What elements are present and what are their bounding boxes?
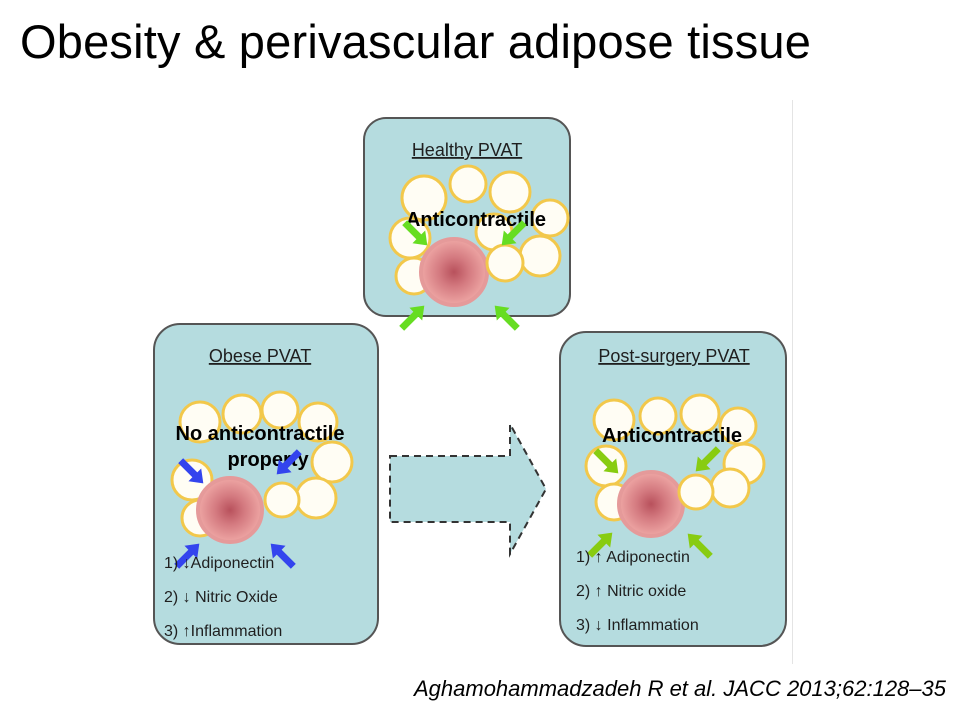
post-surgery-item-3: 3) ↓ Inflammation xyxy=(576,617,699,634)
pvat-figure: Healthy PVAT Anticontractile Obese PVAT xyxy=(148,100,793,664)
blue-arrow-icon xyxy=(270,543,296,569)
healthy-arrows xyxy=(399,220,527,331)
slide-title: Obesity & perivascular adipose tissue xyxy=(20,15,812,68)
healthy-panel: Healthy PVAT Anticontractile xyxy=(363,117,571,331)
post-surgery-vessel xyxy=(617,470,685,538)
obese-label-line1: No anticontractile xyxy=(176,423,345,445)
green-arrow-icon xyxy=(593,448,619,474)
healthy-panel-title: Healthy PVAT xyxy=(412,140,522,160)
blue-arrow-icon xyxy=(276,449,302,475)
healthy-vessel xyxy=(419,237,489,307)
post-surgery-anticontractile-label: Anticontractile xyxy=(602,425,742,447)
healthy-anticontractile-label: Anticontractile xyxy=(406,209,546,231)
post-surgery-panel: Post-surgery PVAT Anticontractile 1) ↑ A… xyxy=(559,331,787,647)
obese-item-1: 1) ↓Adiponectin xyxy=(164,555,274,572)
green-arrow-icon xyxy=(687,533,713,559)
green-arrow-icon xyxy=(587,532,613,558)
obese-panel: Obese PVAT No anticontractile property 1… xyxy=(153,323,379,645)
post-surgery-arrows xyxy=(587,446,721,559)
green-arrow-icon xyxy=(695,446,721,472)
post-surgery-adipocyte-cluster xyxy=(584,393,766,522)
post-surgery-panel-title: Post-surgery PVAT xyxy=(598,346,749,366)
obese-item-2: 2) ↓ Nitric Oxide xyxy=(164,589,278,606)
transition-arrow xyxy=(389,420,548,558)
blue-arrow-icon xyxy=(178,458,204,484)
green-arrow-icon xyxy=(399,305,425,331)
obese-vessel xyxy=(196,476,264,544)
blue-arrow-icon xyxy=(174,543,200,569)
green-arrow-icon xyxy=(494,305,520,331)
obese-arrows xyxy=(174,449,302,569)
post-surgery-item-2: 2) ↑ Nitric oxide xyxy=(576,583,686,600)
obese-panel-title: Obese PVAT xyxy=(209,346,311,366)
citation: Aghamohammadzadeh R et al. JACC 2013;62:… xyxy=(413,676,946,701)
green-arrow-icon xyxy=(402,220,428,246)
post-surgery-item-1: 1) ↑ Adiponectin xyxy=(576,549,690,566)
obese-item-3: 3) ↑Inflammation xyxy=(164,623,282,640)
dashed-right-arrow-icon xyxy=(389,420,548,558)
green-arrow-icon xyxy=(501,220,527,246)
